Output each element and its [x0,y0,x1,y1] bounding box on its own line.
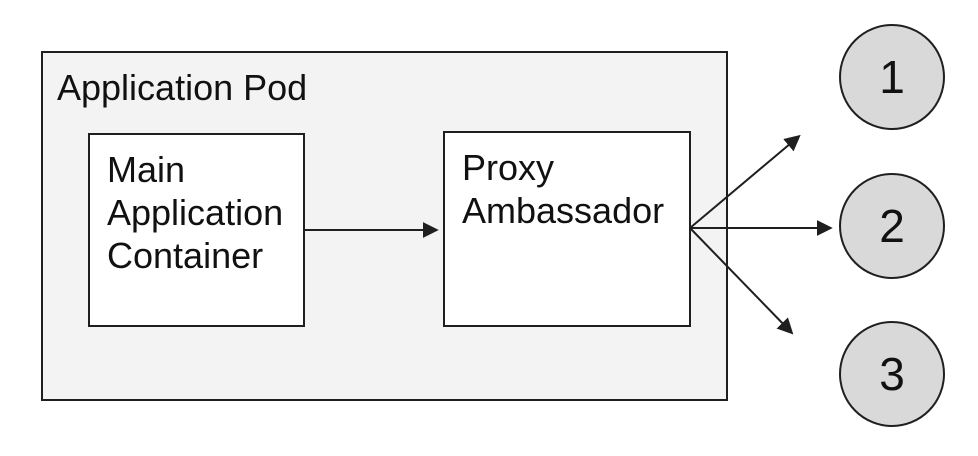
node-proxy-label: Proxy Ambassador [462,147,665,231]
node-proxy-ambassador: Proxy Ambassador [443,131,691,327]
endpoint-2-label: 2 [879,200,905,252]
node-main-application-container: Main Application Container [88,133,305,327]
node-main-label: Main Application Container [107,149,284,276]
endpoint-3-label: 3 [879,348,905,400]
endpoint-circle-3: 3 [839,321,945,427]
pod-title: Application Pod [57,67,308,108]
endpoint-circle-1: 1 [839,24,945,130]
endpoint-1-label: 1 [879,51,905,103]
endpoint-circle-2: 2 [839,173,945,279]
